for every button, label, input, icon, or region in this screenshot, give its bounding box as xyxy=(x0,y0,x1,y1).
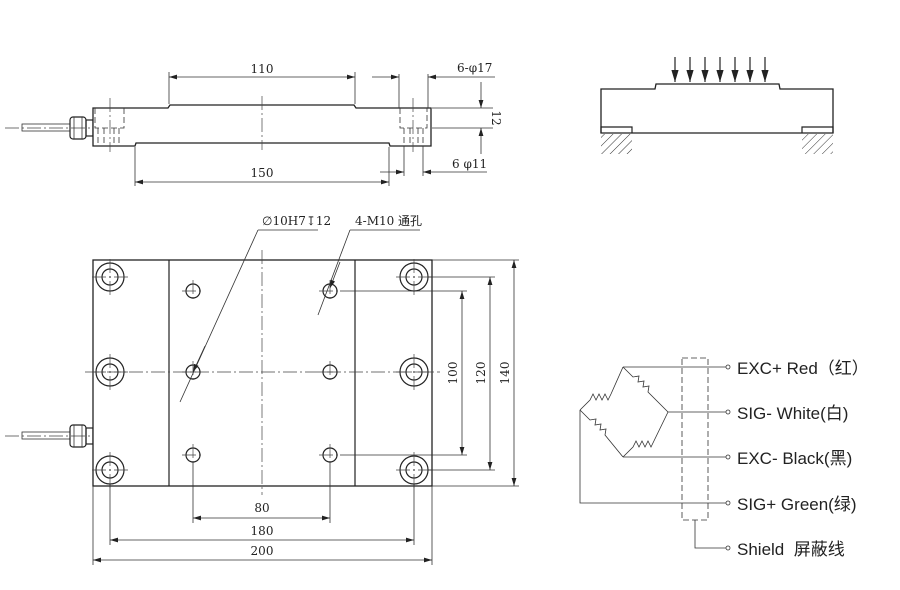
dim-150: 150 xyxy=(251,166,274,180)
wire-label-sig-plus: SIG+ Green(绿) xyxy=(737,495,857,514)
wire-label-exc-minus: EXC- Black(黑) xyxy=(737,449,852,468)
support-hatch-left xyxy=(601,134,632,154)
side-view: 110 150 6-φ17 6 φ11 12 xyxy=(5,61,503,186)
plate-outline xyxy=(92,259,433,487)
wire-label-exc-plus: EXC+ Red（红） xyxy=(737,359,869,378)
load-diagram xyxy=(600,57,834,154)
dim-110: 110 xyxy=(251,62,274,76)
wiring-diagram: EXC+ Red（红） SIG- White(白) EXC- Black(黑) … xyxy=(579,357,869,559)
cable-plan xyxy=(21,431,71,440)
wire-label-shield: Shield 屏蔽线 xyxy=(737,540,845,559)
shield-box xyxy=(681,357,709,521)
dim-80: 80 xyxy=(254,501,269,515)
callout-pin-hole: ∅10H7↧12 xyxy=(262,214,331,228)
dim-120: 120 xyxy=(474,362,488,385)
loaded-beam xyxy=(600,83,834,134)
dim-140: 140 xyxy=(498,362,512,385)
dim-12: 12 xyxy=(489,110,503,125)
cable xyxy=(21,123,71,132)
wheatstone-bridge-icon xyxy=(579,366,669,458)
wire-label-sig-minus: SIG- White(白) xyxy=(737,404,848,423)
dim-180: 180 xyxy=(251,524,274,538)
plan-view: ∅10H7↧12 4-M10 通孔 100 120 140 80 180 200 xyxy=(5,214,519,565)
dim-hole-11: 6 φ11 xyxy=(452,157,487,171)
cable-gland-plan-icon xyxy=(69,424,94,448)
support-hatch-right xyxy=(802,134,833,154)
load-arrows-icon xyxy=(671,57,769,82)
dim-hole-17: 6-φ17 xyxy=(457,61,492,75)
side-holes xyxy=(94,96,428,152)
dim-200: 200 xyxy=(251,544,274,558)
dim-100: 100 xyxy=(446,362,460,385)
callout-thread: 4-M10 通孔 xyxy=(355,214,422,228)
